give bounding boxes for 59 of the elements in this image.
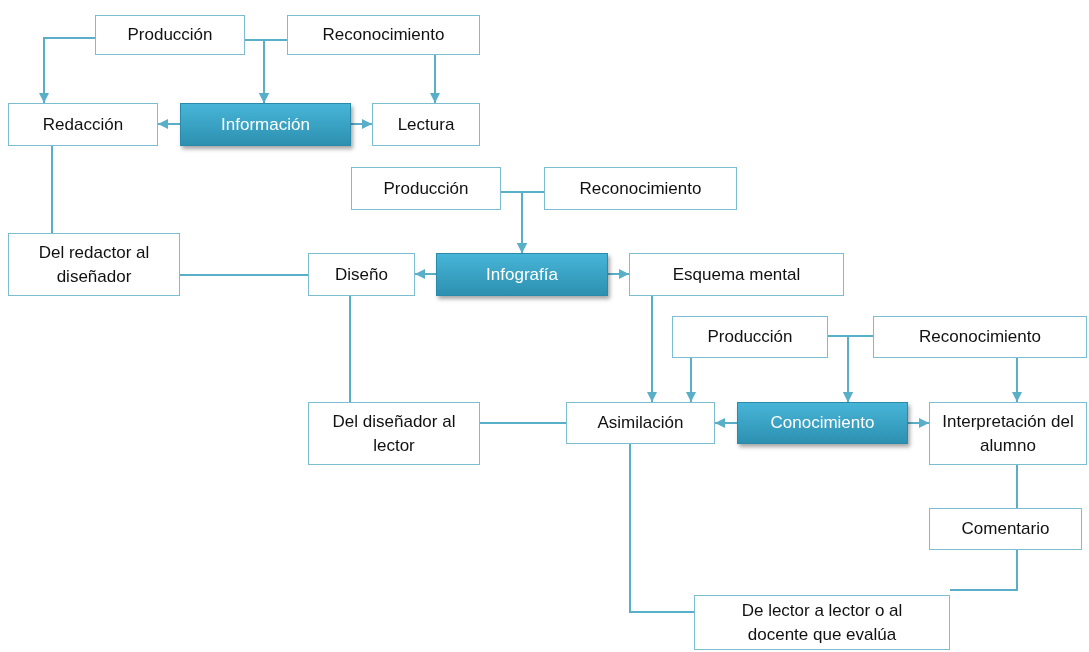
process-box <box>929 508 1082 550</box>
highlighted-box <box>737 402 908 444</box>
process-box <box>95 15 245 55</box>
box-label: Producción <box>126 24 214 46</box>
arrow <box>259 39 288 104</box>
box-label: Producción <box>706 326 794 348</box>
process-box <box>566 402 715 444</box>
process-box <box>8 233 180 296</box>
box-label: De lector a lector o al docente que evalúa <box>740 599 904 646</box>
arrow <box>686 357 696 403</box>
box-label: Comentario <box>960 518 1051 540</box>
box-label: Esquema mental <box>671 263 802 286</box>
process-box <box>672 316 828 358</box>
process-box <box>629 253 844 296</box>
connector-line <box>949 549 1018 591</box>
process-box <box>8 103 158 146</box>
connector-line <box>179 274 309 276</box>
arrow <box>843 335 874 403</box>
arrow <box>714 418 738 428</box>
arrow <box>430 54 440 104</box>
box-label: Del redactor al diseñador <box>37 241 151 288</box>
arrow <box>607 269 630 279</box>
connector-line <box>1016 464 1018 509</box>
box-label: Reconocimiento <box>918 326 1042 348</box>
connector-line <box>479 422 567 424</box>
connector-line <box>51 145 53 234</box>
box-label: Infografía <box>485 263 559 286</box>
arrow <box>39 37 96 104</box>
process-box <box>372 103 480 146</box>
box-label: Interpretación del alumno <box>941 410 1075 457</box>
box-label: Lectura <box>396 113 456 136</box>
box-label: Reconocimiento <box>321 24 446 46</box>
process-box <box>694 595 950 650</box>
arrow <box>647 295 657 403</box>
box-label: Información <box>220 113 311 136</box>
box-label: Conocimiento <box>769 412 876 434</box>
connector-line <box>629 443 695 613</box>
process-box <box>308 402 480 465</box>
highlighted-box <box>436 253 608 296</box>
arrow <box>157 119 181 129</box>
box-label: Diseño <box>334 263 389 286</box>
box-label: Producción <box>382 177 470 200</box>
process-box <box>929 402 1087 465</box>
process-box <box>544 167 737 210</box>
box-label: Reconocimiento <box>578 177 703 200</box>
process-box <box>287 15 480 55</box>
highlighted-box <box>180 103 351 146</box>
connector-line <box>349 295 351 403</box>
process-box <box>873 316 1087 358</box>
arrow <box>517 191 545 254</box>
arrow <box>414 269 437 279</box>
arrow <box>350 119 373 129</box>
process-box <box>308 253 415 296</box>
box-label: Asimilación <box>596 412 685 434</box>
arrow <box>907 418 930 428</box>
box-label: Del diseñador al lector <box>331 410 457 457</box>
box-label: Redacción <box>41 113 125 136</box>
process-box <box>351 167 501 210</box>
arrow <box>1012 357 1022 403</box>
